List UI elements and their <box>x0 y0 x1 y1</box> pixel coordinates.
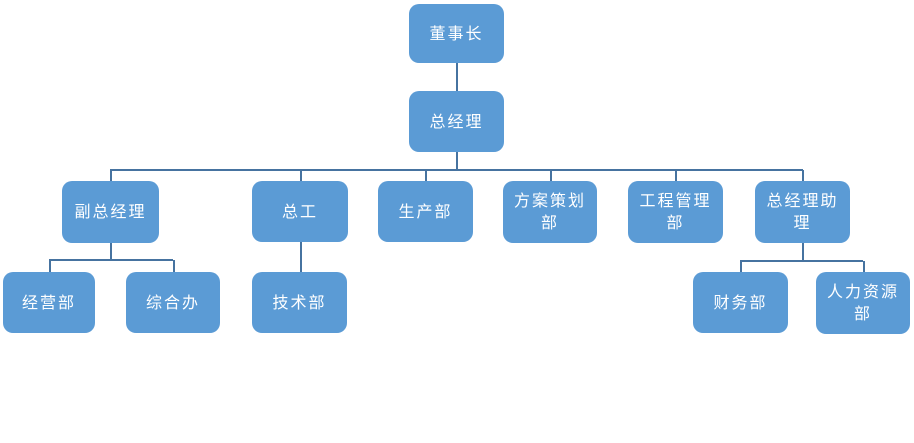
connector-drop-planning <box>550 170 552 181</box>
org-node-deputy-general-manager: 副总经理 <box>62 181 159 243</box>
connector-drop-gm-assistant <box>802 170 804 181</box>
org-node-gm-assistant: 总经理助 理 <box>755 181 850 243</box>
org-node-production-dept: 生产部 <box>378 181 473 242</box>
connector-deputy-gm-stub <box>110 243 112 259</box>
connector-drop-chief-engineer <box>300 170 302 181</box>
org-node-finance-dept: 财务部 <box>693 272 788 333</box>
org-node-hr-dept: 人力资源 部 <box>816 272 910 334</box>
org-node-chairman: 董事长 <box>409 4 504 63</box>
connector-chief-technology <box>300 242 302 272</box>
connector-gm-assistant-rail <box>740 260 863 262</box>
org-node-general-manager: 总经理 <box>409 91 504 152</box>
connector-gm-stub <box>456 152 458 170</box>
connector-drop-general-office <box>173 260 175 272</box>
org-node-planning-dept: 方案策划 部 <box>503 181 597 243</box>
connector-drop-deputy-gm <box>110 170 112 181</box>
connector-deputy-gm-rail <box>49 259 173 261</box>
org-node-technology-dept: 技术部 <box>252 272 347 333</box>
connector-drop-production <box>425 170 427 181</box>
org-node-engineering-management-dept: 工程管理 部 <box>628 181 723 243</box>
connector-drop-finance <box>740 261 742 272</box>
connector-drop-operations <box>49 260 51 272</box>
connector-level3-rail <box>110 169 803 171</box>
org-node-operations-dept: 经营部 <box>3 272 95 333</box>
connector-drop-engineering <box>675 170 677 181</box>
org-node-chief-engineer: 总工 <box>252 181 348 242</box>
connector-gm-assistant-stub <box>802 243 804 260</box>
connector-drop-hr <box>863 261 865 272</box>
org-node-general-office: 综合办 <box>126 272 220 333</box>
connector-chairman-gm <box>456 63 458 91</box>
